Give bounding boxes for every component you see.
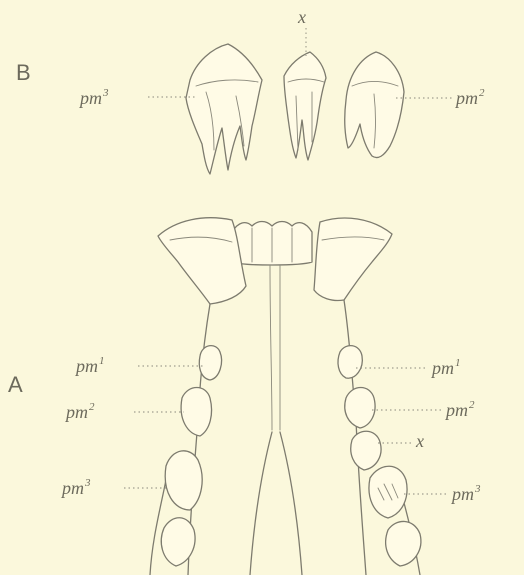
- panel-label-a: A: [8, 372, 23, 398]
- a-left-m1-tooth: [161, 518, 195, 566]
- a-left-pm2-tooth: [181, 388, 211, 437]
- label-b-pm3: pm3: [80, 88, 109, 107]
- a-right-pm3-tooth: [369, 466, 407, 518]
- a-right-x-tooth: [351, 431, 381, 470]
- a-right-pm1-tooth: [338, 346, 362, 379]
- a-left-pm3-tooth: [165, 451, 202, 510]
- label-a-left-pm1: pm1: [76, 356, 105, 375]
- label-a-right-pm3: pm3: [452, 484, 481, 503]
- label-b-pm2: pm2: [456, 88, 485, 107]
- panel-label-b: B: [16, 60, 31, 86]
- label-a-right-x: x: [416, 432, 424, 450]
- label-a-left-pm2: pm2: [66, 402, 95, 421]
- label-a-left-pm3: pm3: [62, 478, 91, 497]
- label-a-right-pm1: pm1: [432, 358, 461, 377]
- a-right-pm2-tooth: [345, 388, 375, 429]
- b-tooth-x: [284, 52, 326, 160]
- b-tooth-pm3: [186, 44, 262, 174]
- label-b-x: x: [298, 8, 306, 26]
- a-right-m1-tooth: [386, 521, 421, 566]
- label-a-right-pm2: pm2: [446, 400, 475, 419]
- b-tooth-pm2: [345, 52, 404, 158]
- a-left-pm1-tooth: [199, 346, 221, 380]
